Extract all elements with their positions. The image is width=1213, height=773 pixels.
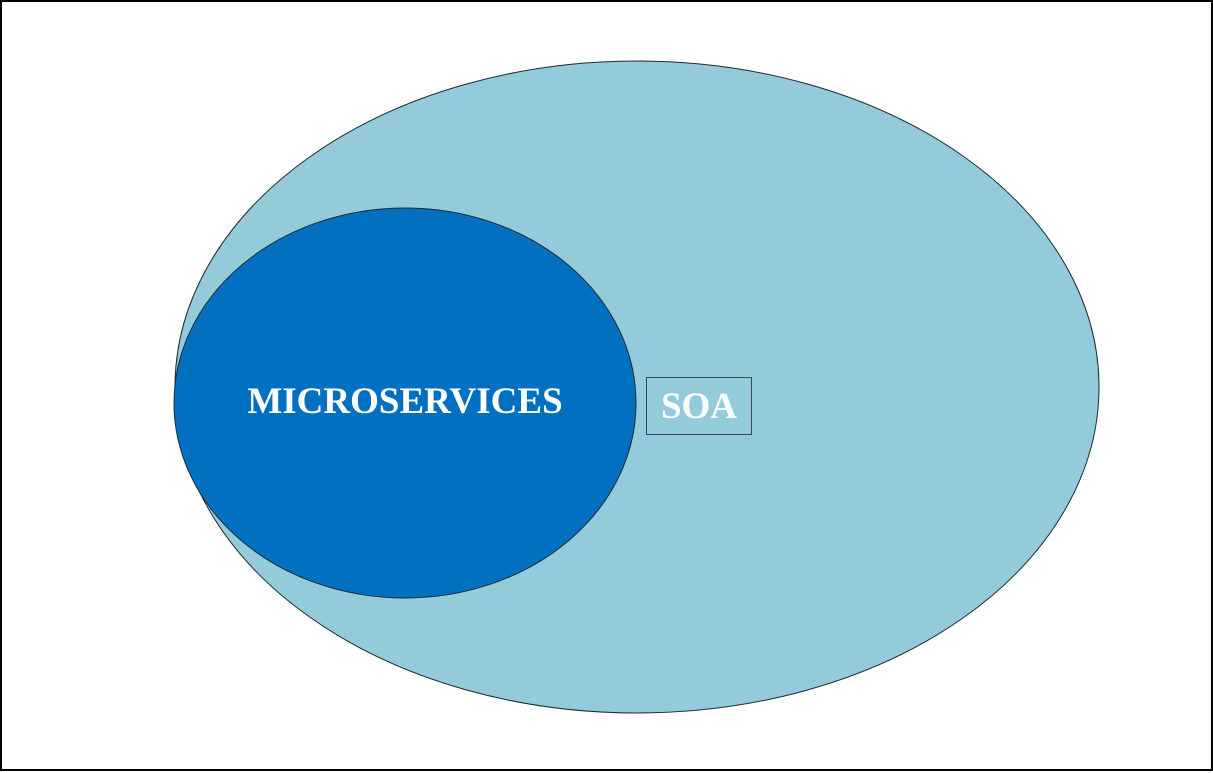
microservices-ellipse	[173, 207, 637, 599]
microservices-label: MICROSERVICES	[247, 381, 563, 422]
soa-label-box: SOA	[646, 377, 752, 435]
soa-label: SOA	[660, 385, 738, 427]
